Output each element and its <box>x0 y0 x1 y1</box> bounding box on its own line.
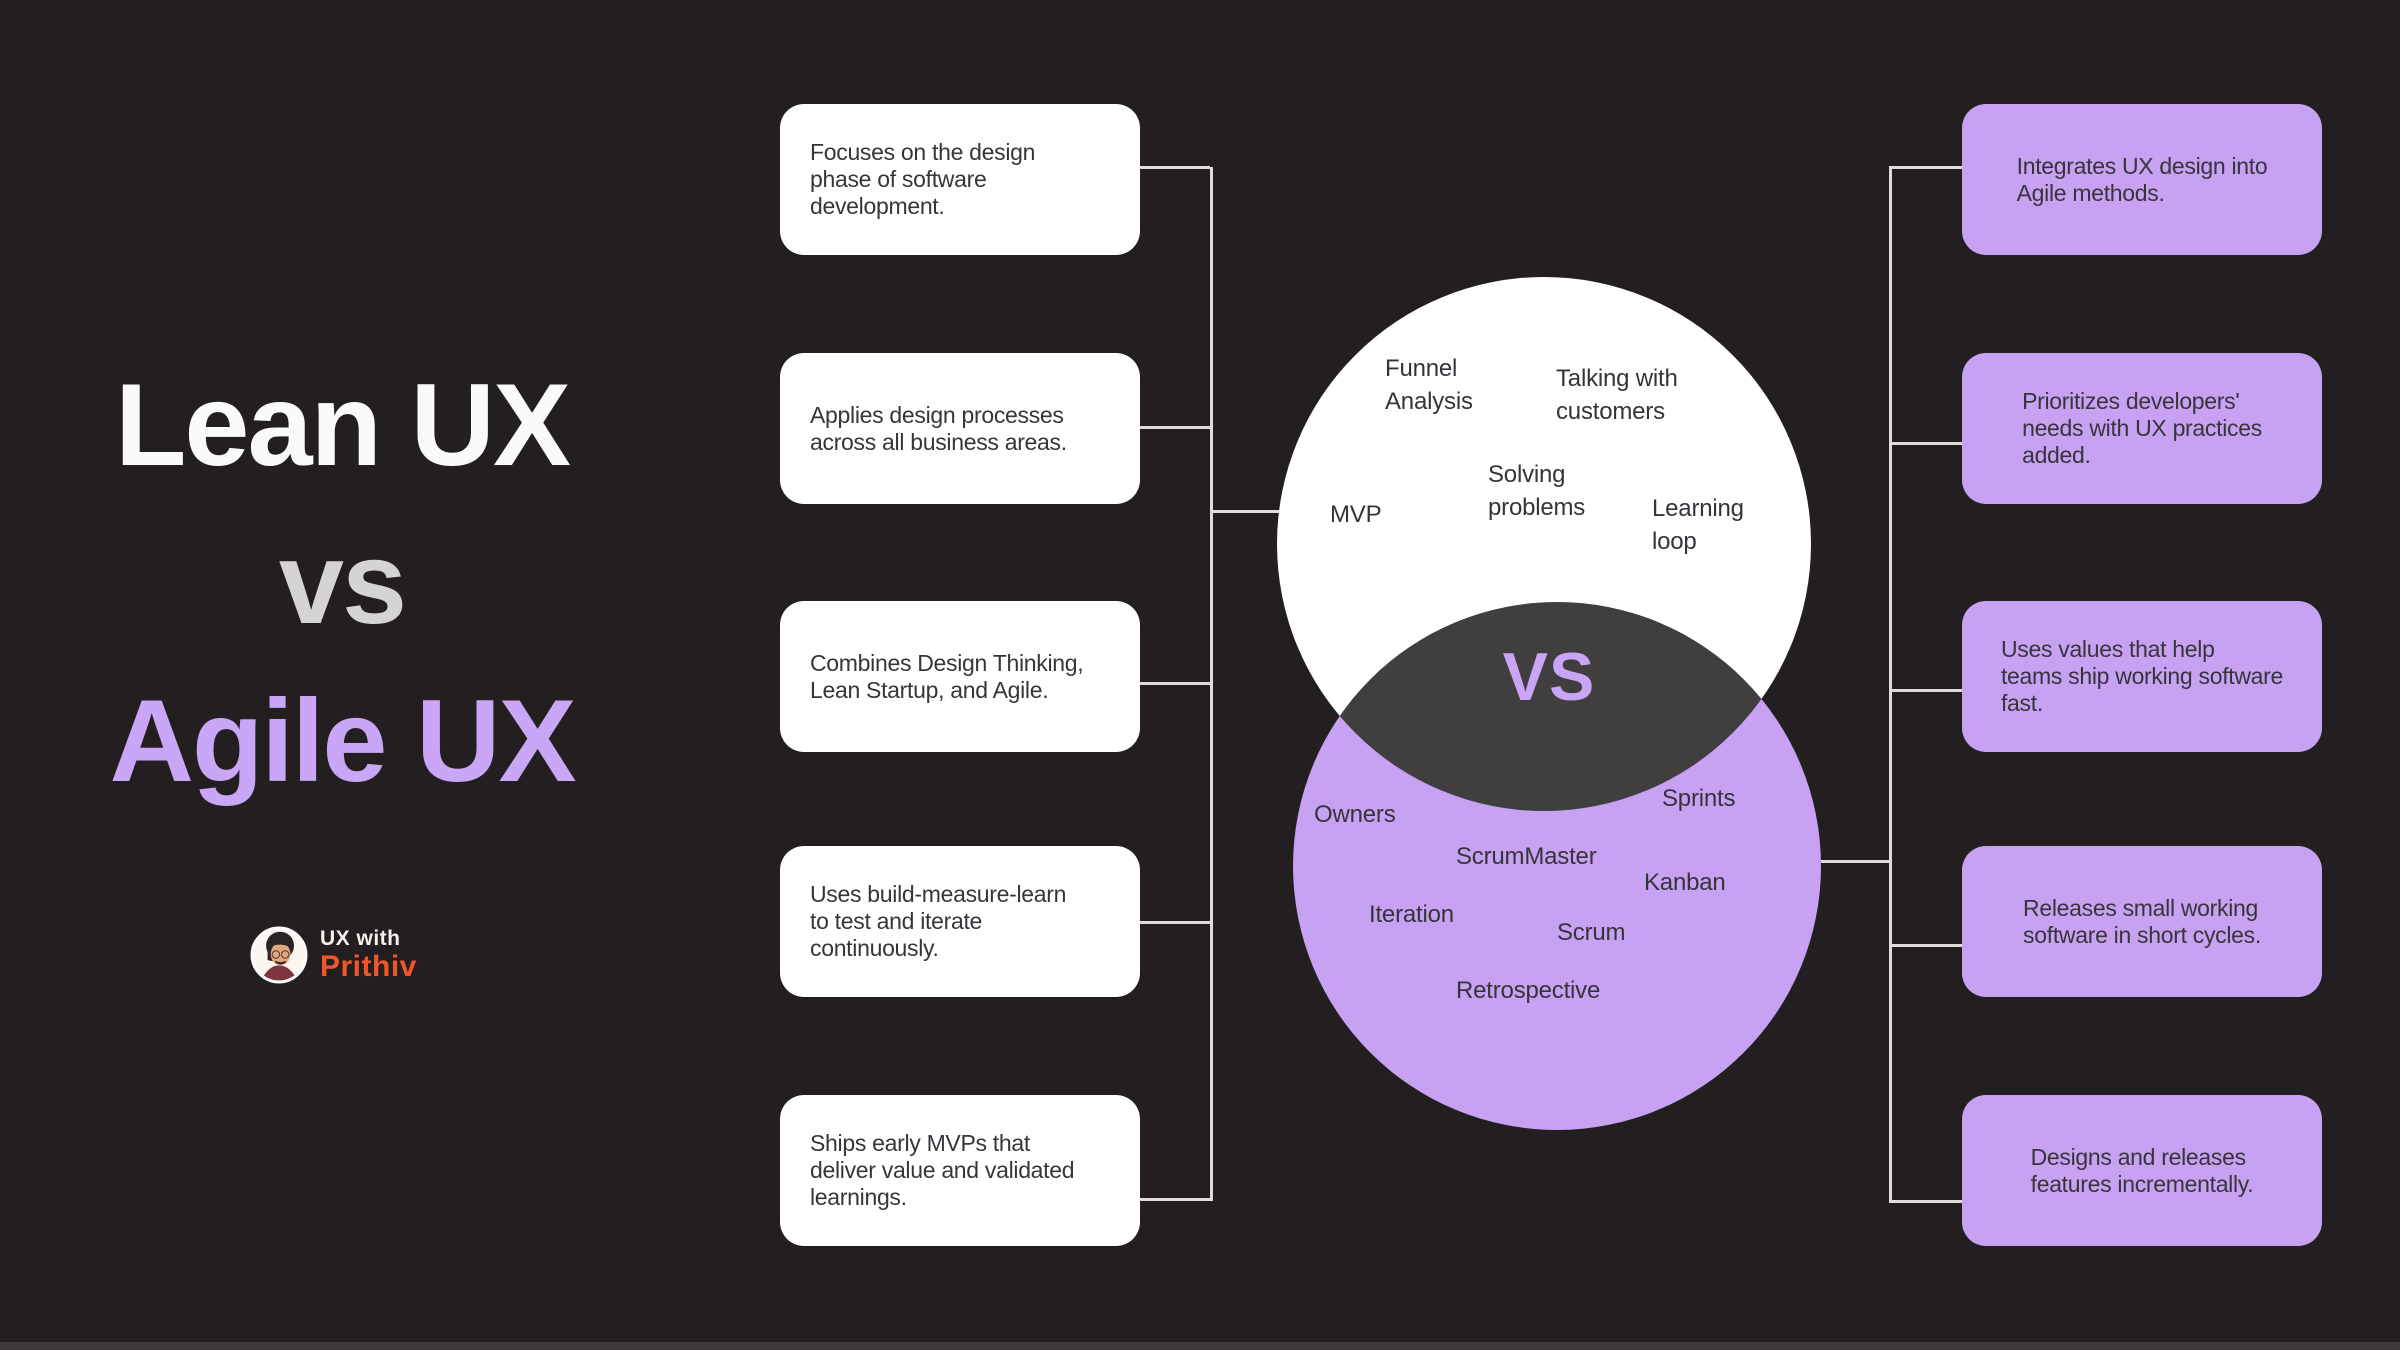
connector-right-spine <box>1889 167 1892 1203</box>
venn-term-funnel-analysis: Funnel Analysis <box>1385 355 1473 415</box>
title-lean-ux: Lean UX <box>114 359 571 490</box>
connector-lean-2 <box>1140 426 1210 429</box>
connector-agile-2 <box>1889 442 1962 445</box>
venn-term-mvp: MVP <box>1330 501 1382 528</box>
venn-term-learning-loop: Learning loop <box>1652 495 1744 555</box>
lean-card-2: Applies design processes across all busi… <box>780 353 1140 504</box>
venn-term-scrum: Scrum <box>1557 919 1626 946</box>
venn-overlap <box>1293 602 1811 811</box>
connector-lean-5 <box>1140 1198 1210 1201</box>
agile-card-3: Uses values that help teams ship working… <box>1962 601 2322 752</box>
agile-card-2-text: Prioritizes developers' needs with UX pr… <box>2022 388 2262 468</box>
title-agile-ux: Agile UX <box>109 675 576 806</box>
venn-term-iteration: Iteration <box>1369 901 1454 928</box>
agile-card-1-text: Integrates UX design into Agile methods. <box>2016 152 2268 206</box>
connector-lean-4 <box>1140 921 1210 924</box>
lean-card-4: Uses build-measure-learn to test and ite… <box>780 846 1140 997</box>
connector-left-spine <box>1210 167 1213 1201</box>
venn-term-owners: Owners <box>1314 801 1396 828</box>
venn-vs-label: VS <box>1502 639 1596 715</box>
venn-term-sprints: Sprints <box>1662 785 1736 812</box>
venn-term-solving-problems: Solving problems <box>1488 461 1586 521</box>
venn-diagram <box>1277 277 1821 1130</box>
brand-logo: UX with Prithiv <box>250 926 417 984</box>
lean-card-3: Combines Design Thinking, Lean Startup, … <box>780 601 1140 752</box>
person-avatar-icon <box>250 926 308 984</box>
connector-right-to-circle <box>1821 860 1891 863</box>
connector-lean-3 <box>1140 682 1210 685</box>
title-vs: vs <box>278 517 407 648</box>
agile-card-1: Integrates UX design into Agile methods. <box>1962 104 2322 255</box>
logo-name: Prithiv <box>320 950 417 983</box>
agile-card-4-text: Releases small working software in short… <box>2023 894 2261 948</box>
connector-agile-4 <box>1889 944 1962 947</box>
page-title: Lean UX vs Agile UX <box>30 346 654 820</box>
venn-term-kanban: Kanban <box>1644 869 1726 896</box>
lean-card-5: Ships early MVPs that deliver value and … <box>780 1095 1140 1246</box>
venn-term-talking-with-customers: Talking with customers <box>1556 365 1678 425</box>
agile-card-5: Designs and releases features incrementa… <box>1962 1095 2322 1246</box>
bottom-edge-strip <box>0 1342 2400 1350</box>
agile-card-2: Prioritizes developers' needs with UX pr… <box>1962 353 2322 504</box>
lean-card-1: Focuses on the design phase of software … <box>780 104 1140 255</box>
agile-card-4: Releases small working software in short… <box>1962 846 2322 997</box>
agile-card-3-text: Uses values that help teams ship working… <box>2000 636 2284 716</box>
connector-agile-1 <box>1889 166 1962 169</box>
agile-card-5-text: Designs and releases features incrementa… <box>2030 1143 2254 1197</box>
connector-agile-5 <box>1889 1200 1962 1203</box>
venn-term-scrummaster: ScrumMaster <box>1456 843 1597 870</box>
venn-term-retrospective: Retrospective <box>1456 977 1601 1004</box>
logo-prefix: UX with <box>320 927 401 950</box>
connector-agile-3 <box>1889 689 1962 692</box>
connector-left-to-circle <box>1210 510 1280 513</box>
connector-lean-1 <box>1140 166 1210 169</box>
